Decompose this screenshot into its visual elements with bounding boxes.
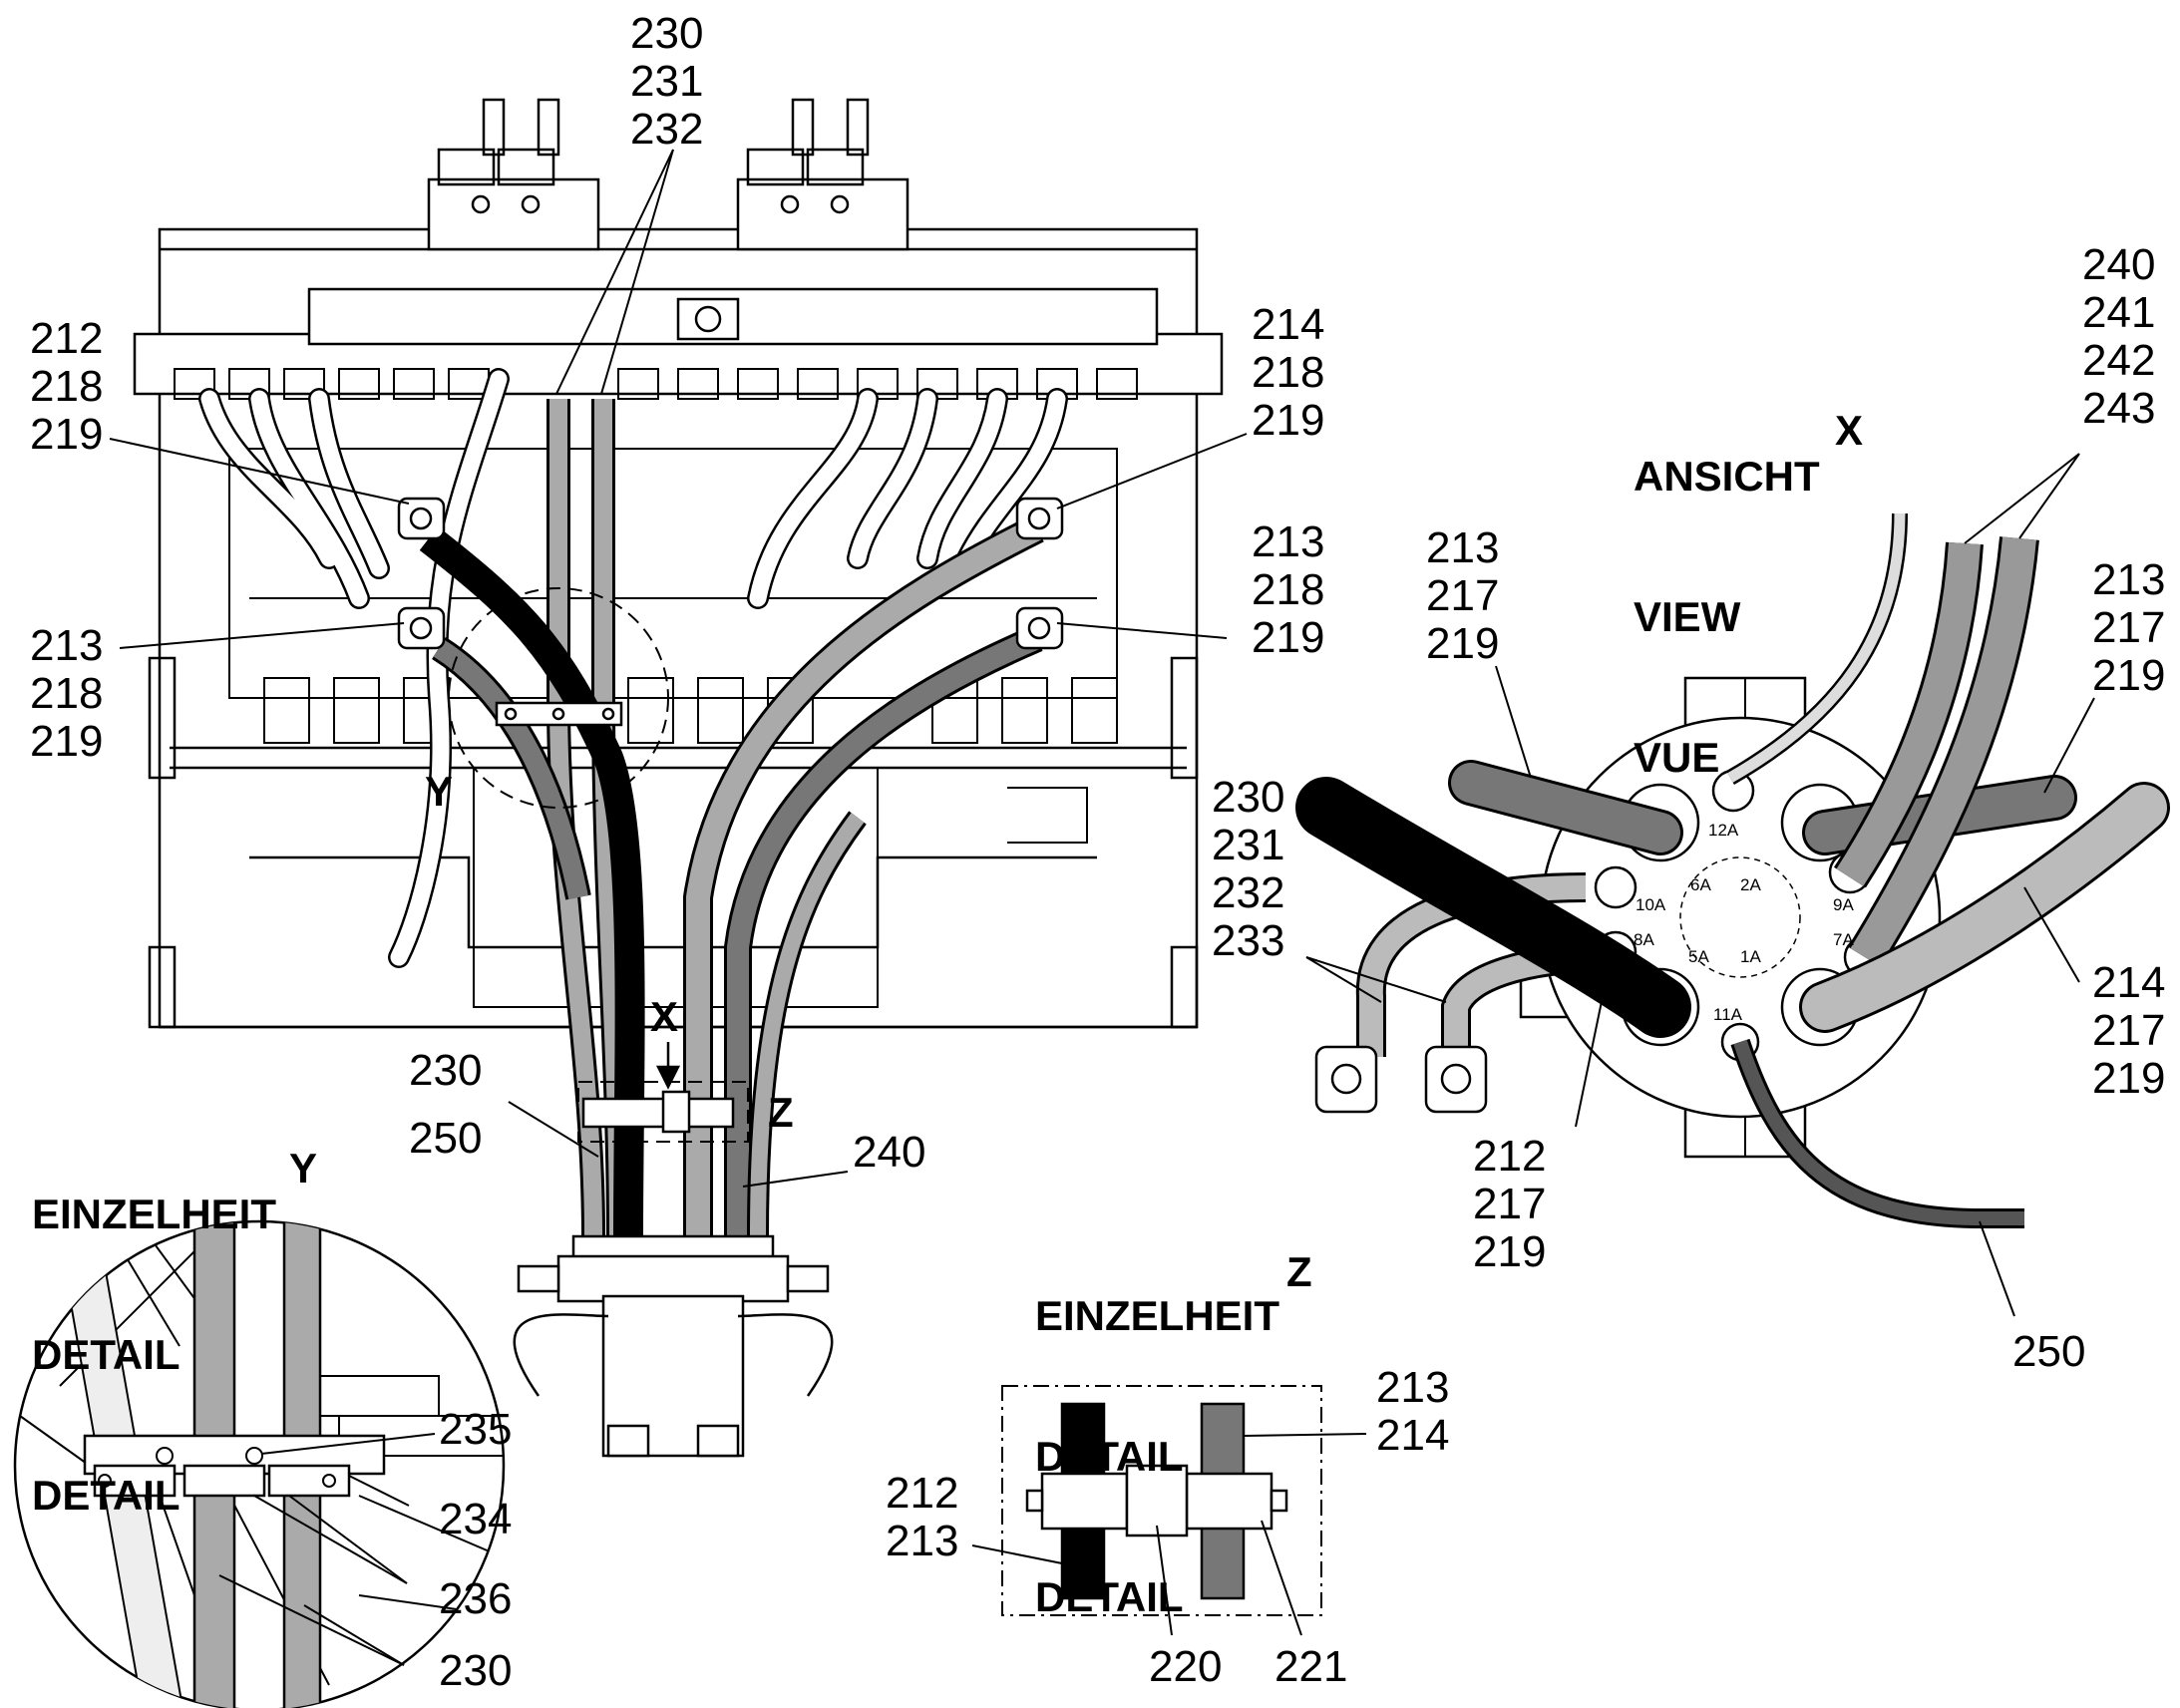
callout-213-218-219-left: 213 218 219	[30, 621, 104, 766]
detail-y-title-line-1: EINZELHEIT	[32, 1191, 277, 1237]
port-label-6a: 6A	[1690, 875, 1711, 894]
detail-z-marker-main: Z	[768, 1089, 794, 1136]
hose-clamp-bar	[495, 701, 623, 727]
callout-212-217-219: 212 217 219	[1473, 1132, 1547, 1276]
port-label-12a: 12A	[1708, 821, 1739, 840]
hose-flanges	[397, 497, 1064, 650]
callout-214-218-219-right: 214 218 219	[1252, 300, 1325, 445]
detail-z-view	[1001, 1385, 1322, 1616]
callout-220: 220	[1149, 1642, 1223, 1691]
callout-213-218-219-right: 213 218 219	[1252, 517, 1325, 662]
callout-230-detail-y: 230	[439, 1646, 513, 1695]
view-x-marker-main: X	[650, 993, 679, 1040]
detail-y-marker: Y	[289, 1145, 318, 1192]
detail-z-marker: Z	[1286, 1248, 1312, 1295]
callout-213-217-219-right: 213 217 219	[2092, 555, 2166, 700]
view-x-title-line-1: ANSICHT	[1634, 453, 1820, 500]
view-x-marker: X	[1835, 407, 1864, 454]
port-label-7a: 7A	[1833, 930, 1854, 949]
port-label-1a: 1A	[1740, 947, 1761, 966]
callout-230-231-232: 230 231 232	[630, 9, 704, 154]
view-x-assembly: 12A 10A 6A 2A 9A 8A 5A 1A 7A 11A	[1295, 512, 2170, 1228]
detail-y-title-line-2: DETAIL	[32, 1331, 181, 1378]
callout-213-214: 213 214	[1376, 1363, 1450, 1460]
callout-212-218-219-left: 212 218 219	[30, 314, 104, 459]
clamp-z	[581, 1090, 735, 1134]
main-hoses	[419, 399, 1044, 1237]
port-label-2a: 2A	[1740, 875, 1761, 894]
callout-240-243: 240 241 242 243	[2082, 240, 2156, 433]
detail-z-box-main	[577, 1081, 749, 1143]
port-label-10a: 10A	[1635, 895, 1666, 914]
port-label-5a: 5A	[1688, 947, 1709, 966]
detail-y-title: EINZELHEIT DETAIL DETAIL	[32, 1097, 276, 1565]
callout-213-217-219-top: 213 217 219	[1426, 523, 1500, 668]
port-label-8a: 8A	[1634, 930, 1654, 949]
view-x-title-line-2: VIEW	[1634, 593, 1741, 640]
view-x-title-line-3: VUE	[1634, 734, 1720, 781]
leader-lines	[109, 149, 2095, 1666]
detail-y-title-line-3: DETAIL	[32, 1472, 181, 1519]
detail-z-title-line-1: EINZELHEIT	[1035, 1292, 1280, 1339]
detail-y-marker-main: Y	[425, 768, 454, 815]
callout-240: 240	[853, 1128, 926, 1177]
view-x-title: ANSICHT VIEW VUE	[1634, 359, 1820, 828]
callout-235: 235	[439, 1405, 513, 1454]
callout-234: 234	[439, 1495, 513, 1543]
main-assembly	[133, 98, 1224, 1029]
callout-214-217-219: 214 217 219	[2092, 958, 2166, 1103]
swivel-assembly	[513, 1234, 834, 1458]
port-label-11a: 11A	[1713, 1005, 1743, 1024]
callout-250-view-x: 250	[2012, 1327, 2086, 1376]
callout-250: 250	[409, 1114, 483, 1163]
callout-212-213: 212 213	[886, 1469, 959, 1565]
detail-y-circle-main	[448, 587, 669, 809]
port-label-9a: 9A	[1833, 895, 1854, 914]
callout-230: 230	[409, 1046, 483, 1095]
valve-block-right	[736, 98, 909, 251]
detail-z-title: EINZELHEIT DETAIL DETAIL	[1035, 1198, 1279, 1667]
detail-y-view	[13, 1219, 506, 1708]
detail-z-title-line-3: DETAIL	[1035, 1573, 1184, 1620]
callout-236: 236	[439, 1574, 513, 1623]
detail-z-title-line-2: DETAIL	[1035, 1433, 1184, 1480]
callout-230-233: 230 231 232 233	[1212, 773, 1285, 965]
valve-block-left	[427, 98, 600, 251]
view-x-arrow	[655, 1042, 681, 1090]
callout-221: 221	[1274, 1642, 1348, 1691]
